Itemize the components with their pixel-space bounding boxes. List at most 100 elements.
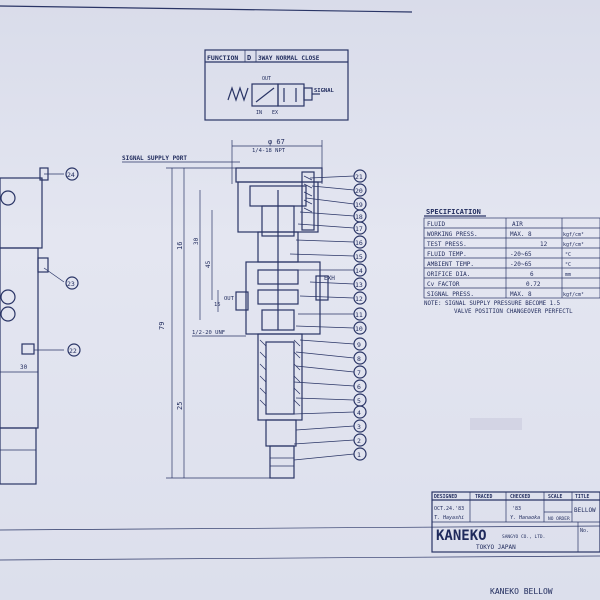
dim-45: 45 [205,260,212,268]
signal-label: SIGNAL [314,88,335,94]
svg-text:16: 16 [355,239,363,247]
spec-row-0-value: AIR [512,221,523,228]
side-view: 30 24 23 22 [0,167,81,485]
exh-port-label: EXH [324,275,335,282]
svg-text:7: 7 [357,369,361,377]
callout-4 [353,405,367,419]
svg-text:20: 20 [355,187,363,195]
header-checked: CHECKED [510,494,530,500]
spec-row-5-name: ORIFICE DIA. [427,271,470,278]
svg-text:11: 11 [355,311,363,319]
bellows-hatching [259,339,301,407]
svg-text:17: 17 [355,225,363,233]
callout-11 [353,307,367,321]
company-name: KANEKO [436,528,487,544]
spec-row-4-name: AMBIENT TEMP. [427,261,474,268]
spec-note-line-2: VALVE POSITION CHANGEOVER PERFECTL [454,309,573,315]
callout-16 [353,235,367,249]
checked-date: '83 [512,506,521,512]
spec-row-4-unit: °C [565,262,571,268]
no-label: No. [580,528,589,534]
svg-text:18: 18 [355,213,363,221]
designed-by: T. Hayashi [434,515,464,521]
signal-supply-port-label: SIGNAL SUPPLY PORT [122,155,187,162]
callout-10 [353,321,367,335]
port-in-label: IN [256,110,262,116]
title-partial: BELLOW [574,507,596,514]
function-box: FUNCTION D 3WAY NORMAL CLOSE SIGNAL OUT … [204,49,349,121]
spec-row-7-value: MAX. 8 [510,291,532,298]
spec-row-7-name: SIGNAL PRESS. [427,291,474,298]
spec-title: SPECIFICATION [426,208,481,216]
callout-22 [67,343,81,357]
svg-text:22: 22 [69,347,77,355]
spec-row-1-name: WORKING PRESS. [427,231,478,238]
callout-6 [353,379,367,393]
callout-12 [353,291,367,305]
function-label: FUNCTION [207,54,238,62]
callout-7 [353,365,367,379]
callout-1 [353,447,367,461]
spring-symbol [227,86,249,102]
header-designed: DESIGNED [434,494,457,500]
company-sub: SANGYO CO., LTD. [502,534,545,540]
side-lower-body [0,247,39,429]
svg-text:6: 6 [357,383,361,391]
svg-text:15: 15 [355,253,363,261]
spec-row-2-unit: kgf/cm² [563,242,584,248]
callout-17 [353,221,367,235]
svg-text:12: 12 [355,295,363,303]
callout-24 [65,167,79,181]
callout-14 [353,263,367,277]
dim-30: 30 [193,237,200,245]
function-code: D [247,54,251,62]
svg-text:10: 10 [355,325,363,333]
header-title: TITLE [575,494,590,500]
header-traced: TRACED [475,494,492,500]
svg-text:21: 21 [355,173,363,181]
valve-box-right [277,83,305,107]
spec-row-7-unit: kgf/cm² [563,292,584,298]
spec-row-1-value: MAX. 8 [510,231,532,238]
spec-row-4-value: -20~65 [510,261,532,268]
spec-row-6-value: 0.72 [526,281,541,288]
spec-row-3-unit: °C [565,252,571,258]
checked-by: Y. Hanaoka [510,515,540,521]
callout-2 [353,433,367,447]
adjust-screw [301,171,315,231]
height-lower-dim: 25 [176,402,184,410]
spec-row-2-value: 12 [540,241,548,248]
function-description: 3WAY NORMAL CLOSE [258,55,320,62]
out-port-label: OUT [224,296,235,302]
svg-text:5: 5 [357,397,361,405]
svg-text:9: 9 [357,341,361,349]
callout-3 [353,419,367,433]
left-dim-label: 30 [20,364,28,371]
callout-21 [353,169,367,183]
spec-note-line-1: NOTE: SIGNAL SUPPLY PRESSURE BECOME 1.5 [424,301,561,307]
callout-23 [65,276,79,290]
side-hole-upper [0,190,16,206]
spec-row-0-name: FLUID [427,221,445,228]
dim-15: 15 [214,302,221,308]
header-scale: SCALE [548,494,563,500]
callout-20 [353,183,367,197]
callout-8 [353,351,367,365]
height-total-dim: 79 [158,322,166,330]
spec-row-1-unit: kgf/cm² [563,232,584,238]
svg-text:24: 24 [67,171,75,179]
signal-port-size: 1/4-18 NPT [252,148,286,154]
callout-13 [353,277,367,291]
svg-text:3: 3 [357,423,361,431]
scan-smudge [470,418,522,430]
svg-text:14: 14 [355,267,363,275]
company-location: TOKYO JAPAN [476,544,516,551]
bellows [265,341,295,415]
side-top-body [0,177,43,249]
spec-row-5-unit: mm [565,272,571,278]
callout-leaders [289,175,355,461]
svg-text:2: 2 [357,437,361,445]
pipe-thread-label: 1/2-20 UNF [192,330,225,336]
svg-text:23: 23 [67,280,75,288]
